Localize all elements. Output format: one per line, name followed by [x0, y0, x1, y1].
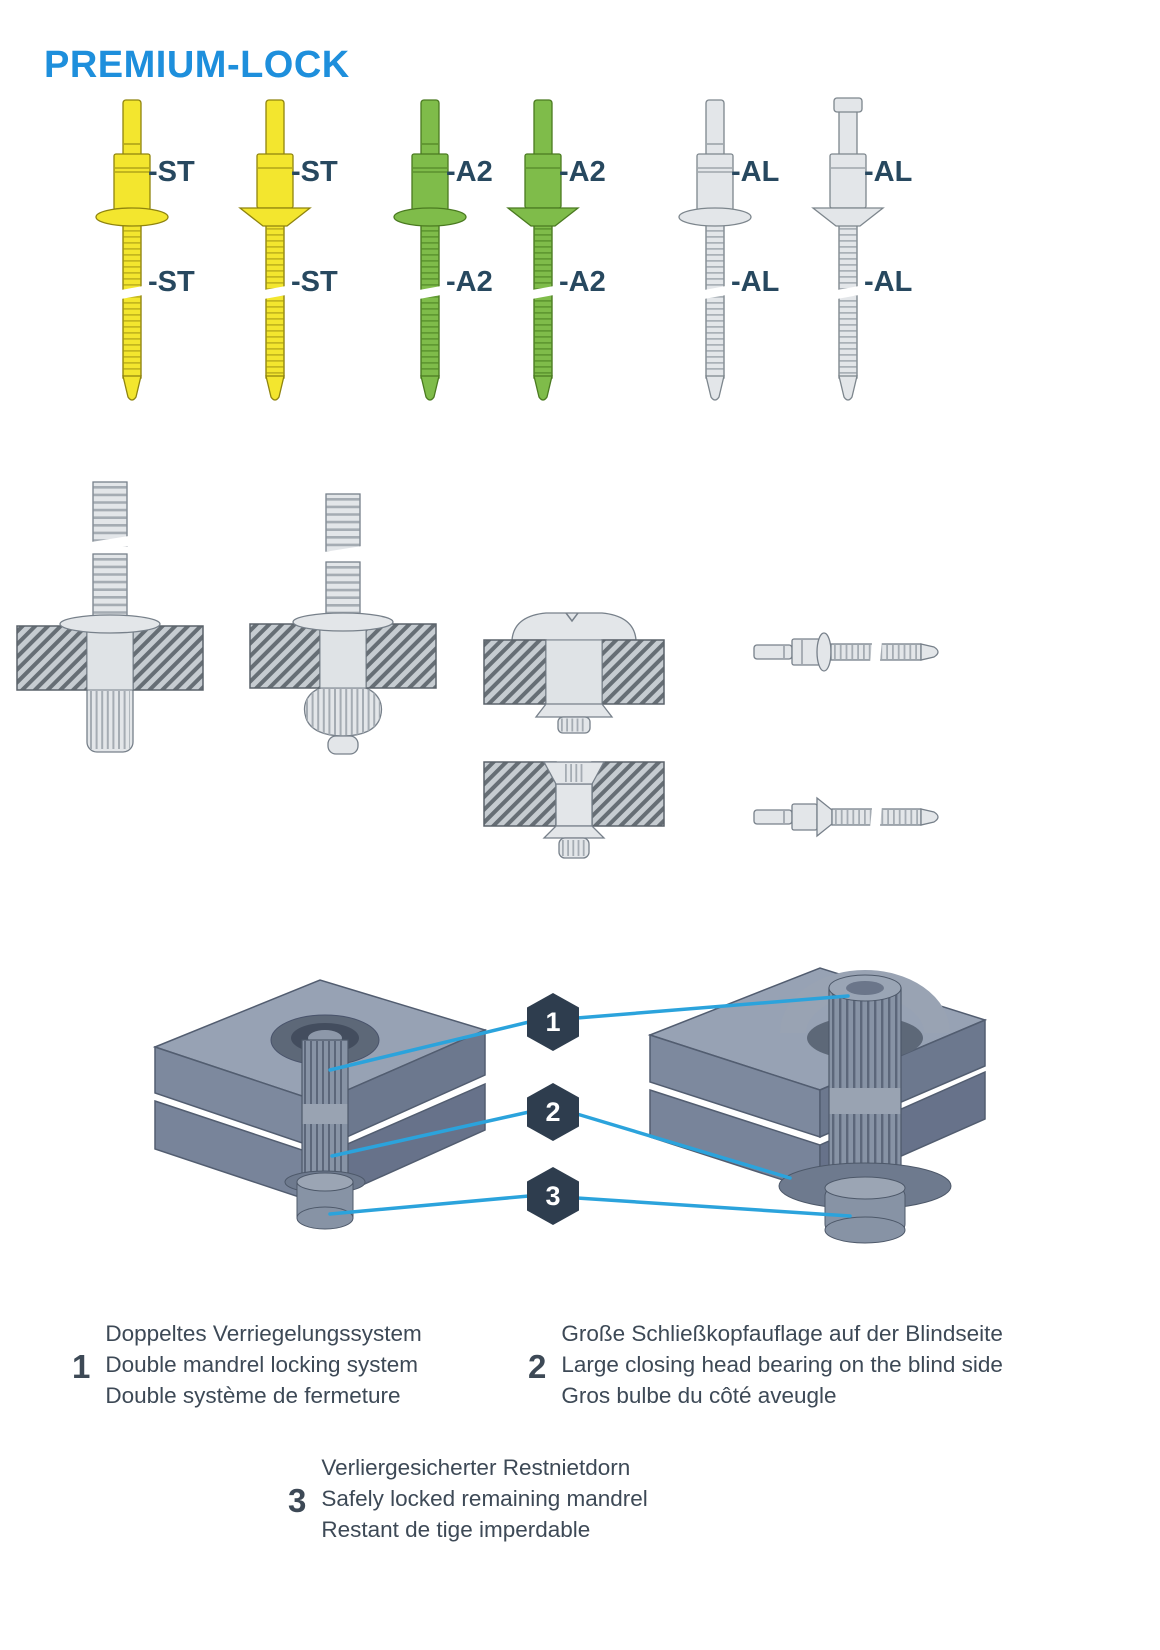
rivet-label: -ST — [148, 266, 195, 298]
legend-number-2: 2 — [528, 1348, 547, 1385]
legend-item-2: 2 Große Schließkopfauflage auf der Blind… — [528, 1318, 1003, 1411]
legend-number-1: 1 — [72, 1348, 91, 1385]
rivet-al-countersunk: -AL -AL — [808, 96, 912, 408]
installation-step-4-countersunk-diagram — [483, 761, 665, 859]
legend-line-en: Double mandrel locking system — [105, 1352, 418, 1377]
rivet-label: -A2 — [559, 156, 606, 188]
callout-badge-1: 1 — [527, 993, 579, 1051]
rivet-a2-countersunk: -A2 -A2 — [503, 96, 606, 408]
rivet-label: -ST — [291, 156, 338, 188]
legend-text-2: Große Schließkopfauflage auf der Blindse… — [561, 1318, 1003, 1411]
rivet-illustration — [96, 100, 168, 400]
product-side-view-dome — [753, 632, 939, 672]
callout-badge-2: 2 — [527, 1083, 579, 1141]
rivet-label: -AL — [864, 156, 913, 188]
rivet-a2-dome: -A2 -A2 — [390, 96, 493, 408]
legend-line-de: Verliergesicherter Restnietdorn — [321, 1455, 631, 1480]
legend-line-en: Large closing head bearing on the blind … — [561, 1352, 1003, 1377]
product-side-view-countersunk — [753, 796, 939, 838]
installation-step-2-diagram — [249, 493, 437, 755]
render-installed-rivet-left — [152, 979, 488, 1230]
rivet-label: -AL — [731, 156, 780, 188]
legend-item-3: 3 Verliergesicherter Restnietdorn Safely… — [288, 1452, 648, 1545]
legend-line-fr: Restant de tige imperdable — [321, 1517, 591, 1542]
render-installed-rivet-right — [647, 967, 988, 1244]
rivet-label: -ST — [148, 156, 195, 188]
legend-line-fr: Double système de fermeture — [105, 1383, 401, 1408]
legend-line-de: Doppeltes Verriegelungssystem — [105, 1321, 422, 1346]
rivet-al-dome: -AL -AL — [675, 96, 779, 408]
rivet-illustration — [508, 100, 578, 400]
rivet-illustration — [813, 97, 883, 400]
callout-badge-3: 3 — [527, 1167, 579, 1225]
rivet-st-countersunk: -ST -ST — [235, 96, 338, 408]
rivet-illustration — [240, 100, 310, 400]
callout-number-1: 1 — [545, 1006, 561, 1037]
callout-number-3: 3 — [545, 1180, 561, 1211]
legend-number-3: 3 — [288, 1482, 307, 1519]
legend-line-fr: Gros bulbe du côté aveugle — [561, 1383, 837, 1408]
rivet-label: -ST — [291, 266, 338, 298]
legend-text-3: Verliergesicherter Restnietdorn Safely l… — [321, 1452, 647, 1545]
rivet-label: -A2 — [446, 156, 493, 188]
rivet-label: -AL — [864, 266, 913, 298]
page-title: PREMIUM-LOCK — [44, 44, 350, 86]
legend-line-en: Safely locked remaining mandrel — [321, 1486, 648, 1511]
rivet-st-dome: -ST -ST — [92, 96, 195, 408]
installation-step-3-dome-diagram — [483, 612, 665, 734]
installation-step-1-diagram — [16, 481, 204, 753]
legend-text-1: Doppeltes Verriegelungssystem Double man… — [105, 1318, 421, 1411]
rivet-illustration — [679, 100, 751, 400]
callout-number-2: 2 — [545, 1096, 561, 1127]
legend-item-1: 1 Doppeltes Verriegelungssystem Double m… — [72, 1318, 422, 1411]
rivet-label: -A2 — [446, 266, 493, 298]
legend-line-de: Große Schließkopfauflage auf der Blindse… — [561, 1321, 1003, 1346]
rivet-label: -A2 — [559, 266, 606, 298]
rivet-illustration — [394, 100, 466, 400]
rivet-label: -AL — [731, 266, 780, 298]
